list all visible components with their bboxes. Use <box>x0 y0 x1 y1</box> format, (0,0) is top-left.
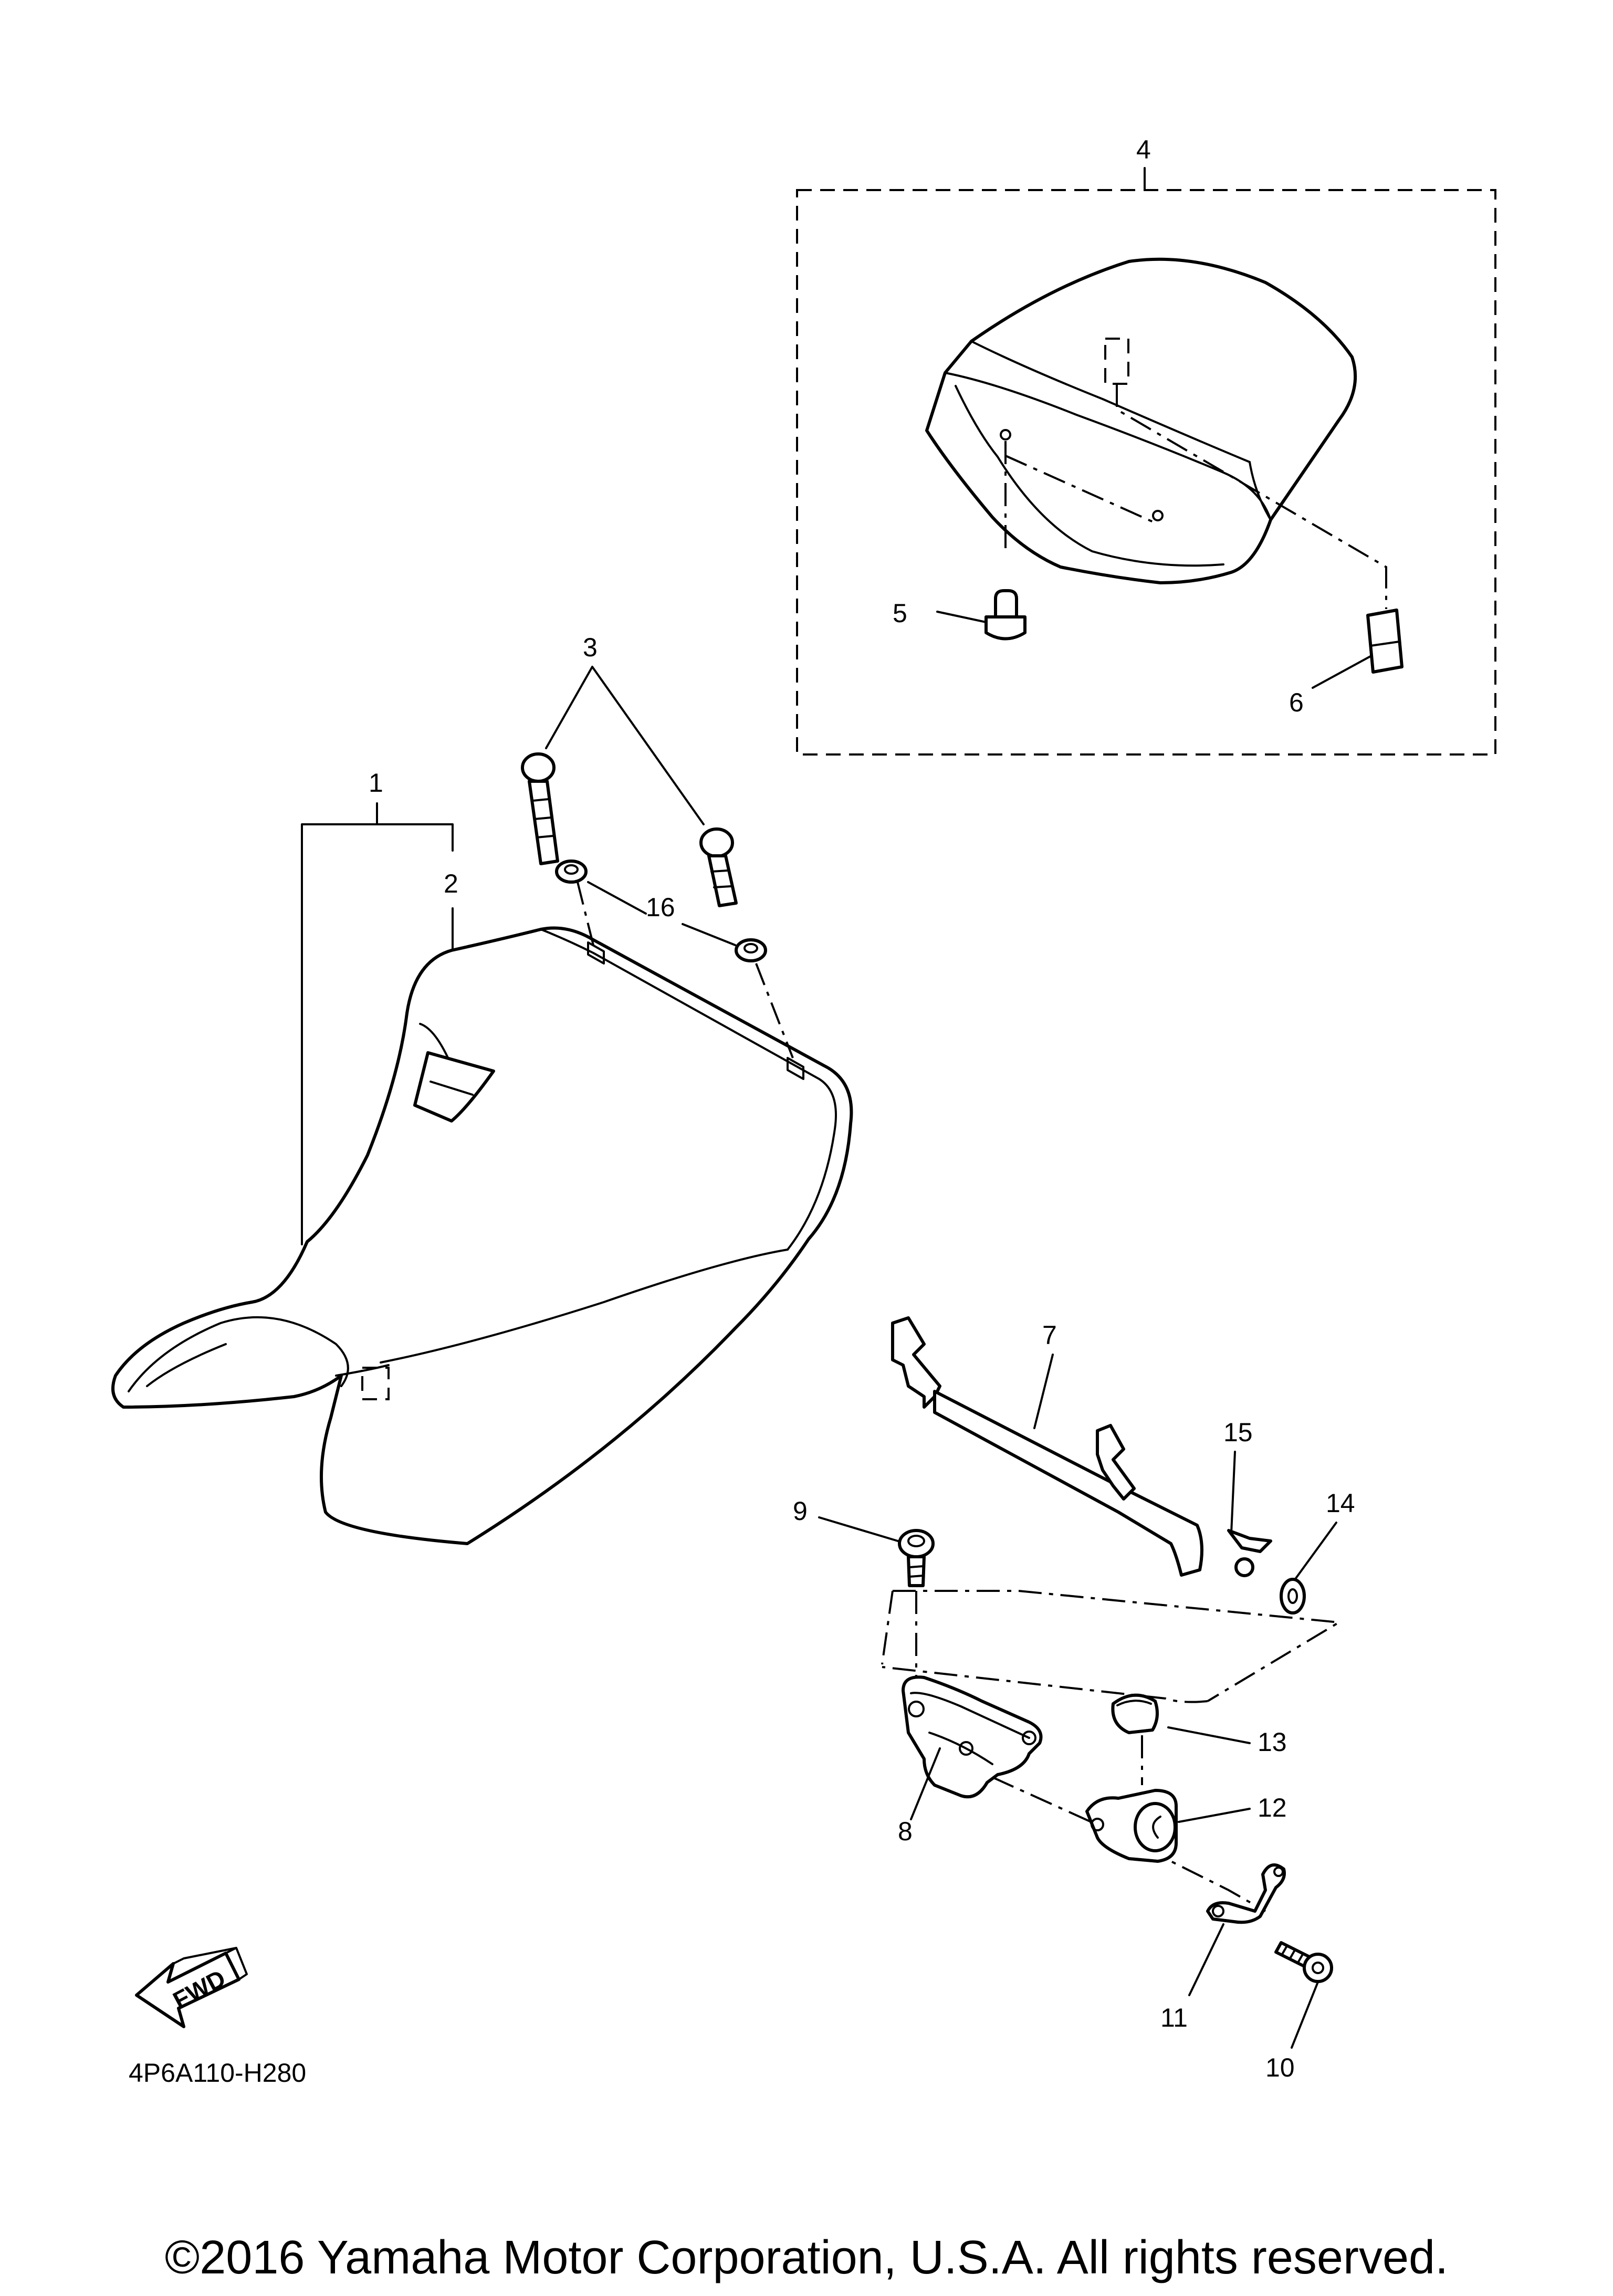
assembly-box <box>796 189 1496 756</box>
callout-5: 5 <box>893 599 907 628</box>
damper-5: 5 <box>893 589 1027 641</box>
screw-10: 10 <box>1265 1941 1333 2082</box>
callout-14: 14 <box>1326 1488 1355 1518</box>
main-seat: 1 2 <box>111 768 853 1545</box>
leader-9 <box>818 1516 899 1542</box>
block-6: 6 <box>1289 609 1403 717</box>
lock-cylinder-12: 12 <box>1085 1789 1287 1863</box>
leader-10 <box>1291 1981 1319 2049</box>
bracket-11: 11 <box>1160 1863 1286 2032</box>
leader-13 <box>1167 1726 1251 1744</box>
callout-10: 10 <box>1265 2053 1295 2082</box>
diagram-code: 4P6A110-H280 <box>129 2058 306 2088</box>
callout-12: 12 <box>1258 1793 1287 1822</box>
callout-7: 7 <box>1042 1320 1057 1350</box>
washer-14: 14 <box>1280 1488 1355 1614</box>
seat-lock-rod-7: 7 <box>891 1316 1203 1577</box>
callout-11: 11 <box>1160 2003 1188 2032</box>
callout-16: 16 <box>646 893 675 922</box>
rear-seat <box>925 257 1387 609</box>
leader-6 <box>1312 655 1371 689</box>
bolts-3: 3 <box>521 633 738 907</box>
leader-14 <box>1293 1522 1337 1581</box>
callout-1: 1 <box>369 768 383 798</box>
collars-16: 16 <box>555 859 794 1058</box>
label-2 <box>413 1051 495 1123</box>
clip-15: 15 <box>1223 1418 1272 1577</box>
assembly-guide <box>881 1590 1343 1703</box>
leader-8 <box>910 1747 941 1820</box>
callout-2: 2 <box>444 869 458 898</box>
lock-housing-8: 8 <box>898 1675 1266 1912</box>
rear-seat-assembly-group: 4 5 6 <box>796 135 1496 756</box>
callout-4: 4 <box>1136 135 1151 164</box>
copyright-notice: ©2016 Yamaha Motor Corporation, U.S.A. A… <box>165 2231 1448 2284</box>
cover-13: 13 <box>1111 1693 1287 1785</box>
leader-15 <box>1230 1451 1236 1534</box>
fwd-arrow-icon: FWD <box>135 1947 248 2028</box>
leader-12 <box>1178 1808 1251 1823</box>
callout-6: 6 <box>1289 688 1304 717</box>
callout-9: 9 <box>793 1496 808 1526</box>
callout-3: 3 <box>583 633 598 662</box>
callout-8: 8 <box>898 1817 913 1846</box>
leader-7 <box>1033 1354 1054 1429</box>
leader-5 <box>936 611 987 623</box>
bolt-9: 9 <box>793 1496 935 1696</box>
leader-11 <box>1188 1923 1224 1996</box>
callout-13: 13 <box>1258 1727 1287 1757</box>
under-clip <box>361 1367 390 1400</box>
callout-15: 15 <box>1223 1418 1253 1447</box>
